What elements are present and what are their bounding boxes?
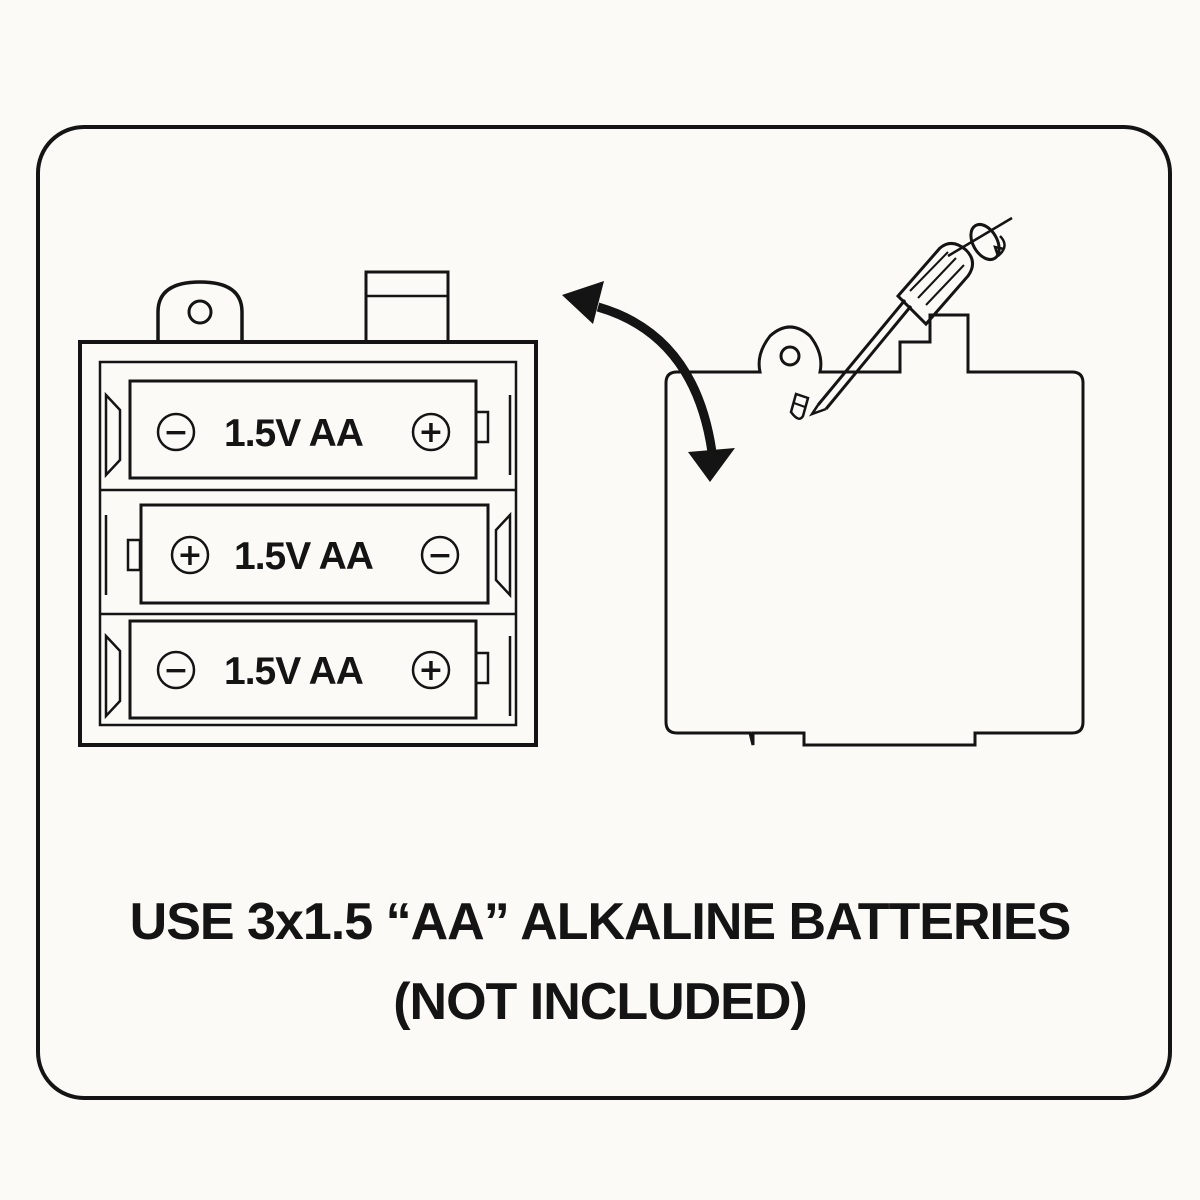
screw-icon — [789, 392, 810, 420]
rounded-frame — [36, 125, 1172, 1100]
terminal-icon — [411, 650, 451, 690]
battery-cell-2 — [139, 503, 490, 605]
positive-terminal-symbol: + — [418, 653, 443, 688]
terminal-icon — [156, 650, 196, 690]
instruction-line-1: USE 3x1.5 “AA” ALKALINE BATTERIES — [129, 893, 1072, 951]
battery-cell-3 — [128, 619, 478, 720]
battery-label: 1.5V AA — [234, 535, 374, 578]
battery-labels: 1.5V AA 1.5V AA 1.5V AA − + + − − + — [163, 412, 452, 693]
screwdriver-icon — [808, 216, 1013, 417]
terminal-icon — [170, 535, 210, 575]
instruction-line-2: (NOT INCLUDED) — [393, 973, 808, 1031]
battery-holder — [78, 270, 538, 747]
terminal-icon — [156, 412, 196, 452]
terminal-icon — [420, 535, 460, 575]
battery-cover — [664, 313, 1085, 747]
terminal-icon — [411, 412, 451, 452]
battery-cell-1 — [128, 379, 478, 480]
positive-terminal-symbol: + — [418, 415, 443, 450]
positive-terminal-symbol: + — [177, 538, 202, 573]
negative-terminal-symbol: − — [163, 415, 188, 450]
battery-label: 1.5V AA — [224, 650, 364, 693]
negative-terminal-symbol: − — [427, 538, 452, 573]
curved-double-arrow-icon — [562, 281, 735, 482]
negative-terminal-symbol: − — [163, 653, 188, 688]
battery-label: 1.5V AA — [224, 412, 364, 455]
